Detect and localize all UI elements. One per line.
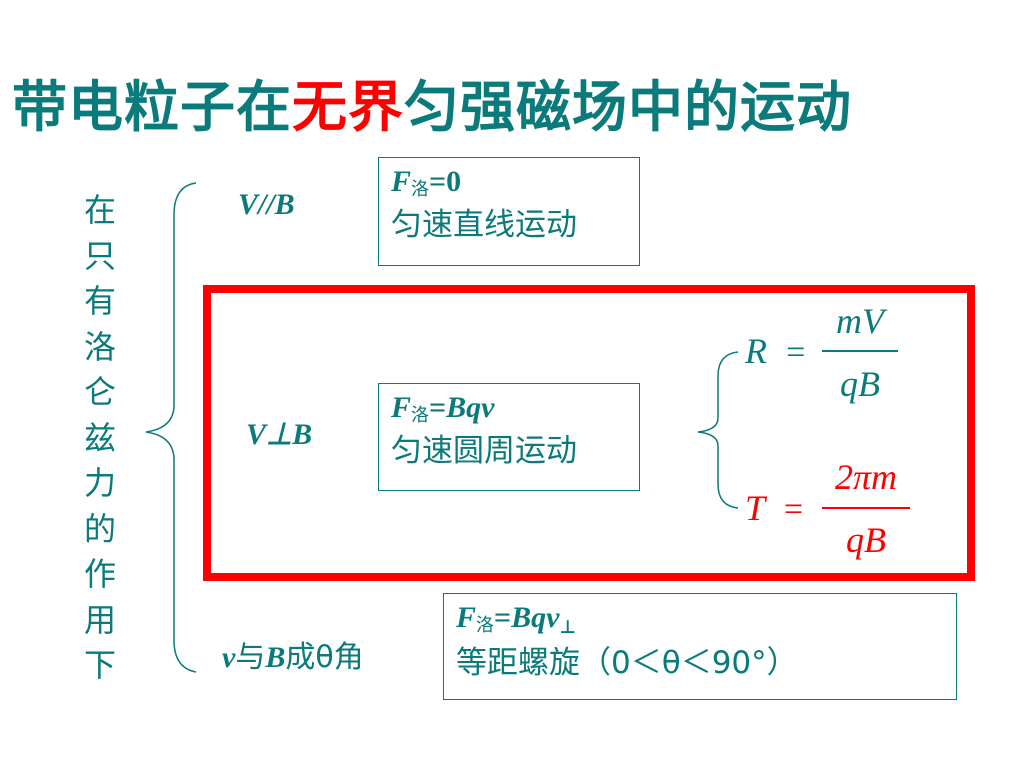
period-denominator: qB [846, 520, 886, 560]
title-part2: 匀强磁场中的运动 [404, 75, 853, 139]
result-box-angle: F洛=Bqv⊥ 等距螺旋（0＜θ＜90°） [443, 593, 957, 700]
radius-eq: = [784, 334, 807, 371]
highlight-frame [203, 285, 975, 581]
force-formula: F洛=0 [391, 165, 462, 201]
condition-parallel: V//B [238, 188, 295, 221]
radius-numerator: mV [836, 301, 888, 341]
radius-formula: R = mV qB [744, 301, 898, 404]
result-box-perpendicular: F洛=Bqv 匀速圆周运动 [378, 383, 640, 491]
period-eq: = [784, 491, 803, 528]
motion-description: 匀速圆周运动 [391, 433, 577, 469]
formula-brace [697, 351, 739, 509]
condition-angle: v与B成θ角 [222, 640, 364, 675]
period-formula: T = 2πm qB [745, 457, 910, 560]
result-box-parallel: F洛=0 匀速直线运动 [378, 157, 640, 266]
slide-title: 带电粒子在无界匀强磁场中的运动 [12, 62, 852, 142]
motion-description: 等距螺旋（0＜θ＜90°） [456, 645, 798, 681]
force-formula: F洛=Bqv⊥ [456, 601, 576, 639]
motion-description: 匀速直线运动 [391, 207, 577, 243]
period-lhs: T [745, 488, 768, 528]
vertical-condition-label: 在 只 有 洛 仑 兹 力 的 作 用 下 [83, 191, 116, 684]
period-numerator: 2πm [835, 457, 897, 497]
force-formula: F洛=Bqv [391, 391, 495, 427]
condition-perpendicular: V⊥B [246, 418, 313, 451]
main-brace [145, 182, 197, 673]
title-highlight: 无界 [292, 75, 405, 139]
title-part1: 带电粒子在 [12, 75, 293, 139]
radius-denominator: qB [840, 364, 880, 404]
radius-lhs: R [744, 331, 767, 371]
